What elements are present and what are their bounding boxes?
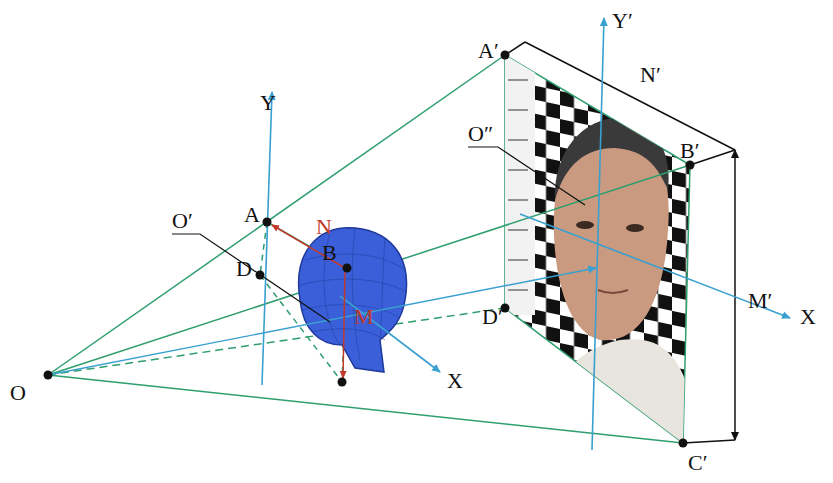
axis-label: X [447, 370, 463, 392]
dimension-label: M [354, 306, 374, 328]
center-label: O′ [172, 210, 193, 232]
axis-label: Y′ [612, 10, 633, 32]
axis-label: Y [260, 92, 276, 114]
dimension-label: N′ [640, 64, 661, 86]
point-label: A [244, 204, 260, 226]
center-label: O″ [468, 123, 493, 145]
point-label: D′ [482, 306, 503, 328]
point-label: D [236, 258, 252, 280]
axis-label: X [800, 306, 816, 328]
point-label: B′ [680, 140, 700, 162]
dimension-label: M′ [748, 290, 772, 312]
point-label: C′ [688, 452, 708, 474]
point-label: B [322, 242, 337, 264]
dimension-label: N [316, 216, 332, 238]
point-label: O [10, 382, 26, 404]
point-label: A′ [478, 40, 499, 62]
